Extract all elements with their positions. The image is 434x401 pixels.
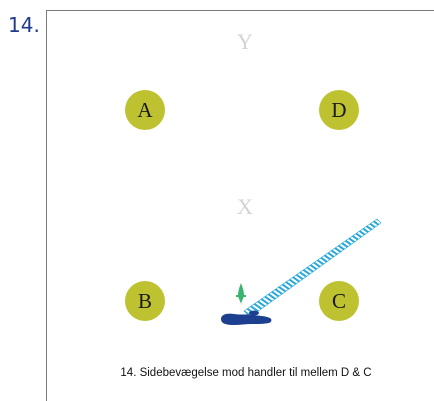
field-frame: [46, 10, 434, 401]
movement-trail-icon: [243, 218, 382, 318]
exercise-caption: 14. Sidebevægelse mod handler til mellem…: [120, 367, 372, 379]
cone-c: C: [319, 281, 359, 321]
cone-b-label: B: [137, 288, 152, 313]
cone-c-label: C: [331, 288, 346, 313]
cone-b: B: [125, 281, 165, 321]
cone-d: D: [319, 90, 359, 130]
handler-marker-icon: [236, 283, 246, 304]
exercise-number: 14.: [8, 13, 40, 37]
cone-d-label: D: [331, 97, 347, 122]
cone-a: A: [125, 90, 165, 130]
cone-a-label: A: [137, 97, 153, 122]
player-top-view-icon: [221, 310, 272, 325]
field-label-y: Y: [237, 29, 253, 54]
field-label-x: X: [237, 194, 253, 219]
